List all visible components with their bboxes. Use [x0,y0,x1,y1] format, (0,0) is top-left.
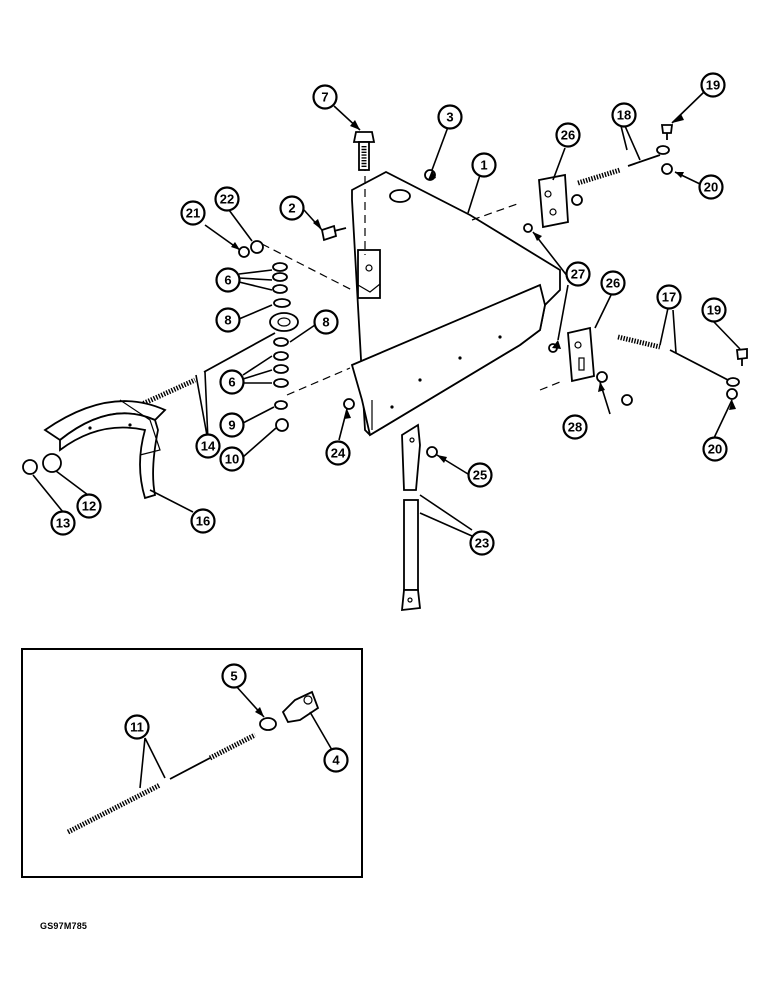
callout-label: 13 [56,516,70,531]
callout: 26 [555,122,581,148]
callout-label: 28 [568,420,582,435]
callout: 25 [467,462,493,488]
hardware-small-parts [238,163,738,458]
callout: 16 [190,508,216,534]
callout: 2 [279,195,305,221]
callout-label: 6 [224,273,231,288]
callout: 4 [323,747,349,773]
arrowheads [231,114,736,717]
callout: 6 [215,267,241,293]
arm-23 [400,423,421,612]
callout-label: 23 [475,536,489,551]
callout-label: 19 [706,78,720,93]
callout: 10 [219,446,245,472]
shield-panel [350,170,561,437]
callout: 7 [312,84,338,110]
rod-17 [617,334,748,387]
callout: 20 [698,174,724,200]
detail-inset [21,648,363,878]
dashed-alignment-lines [261,150,561,396]
callout-label: 2 [288,201,295,216]
callout: 28 [562,414,588,440]
callout-label: 26 [561,128,575,143]
callout-label: 16 [196,514,210,529]
callout: 19 [701,297,727,323]
callout-label: 24 [331,446,346,461]
callout: 9 [219,412,245,438]
callout-label: 6 [228,375,235,390]
callout-label: 3 [446,110,453,125]
callout: 12 [76,493,102,519]
callout-label: 20 [708,442,722,457]
rod-18 [577,124,674,186]
callout-label: 18 [617,108,631,123]
callout-label: 7 [321,90,328,105]
callout-label: 10 [225,452,239,467]
deflector-16 [22,399,167,500]
callout: 18 [611,102,637,128]
bracket-26-lower [567,326,595,383]
callout: 8 [313,309,339,335]
callout: 17 [656,284,682,310]
callout: 21 [180,200,206,226]
callout-label: 9 [228,418,235,433]
callout-label: 19 [707,303,721,318]
callout: 23 [469,530,495,556]
bolt-7 [352,131,376,171]
callout: 22 [214,186,240,212]
figure-code: GS97M785 [40,921,88,931]
callout-label: 22 [220,192,234,207]
callout: 13 [50,510,76,536]
callout-label: 5 [230,669,237,684]
callout-label: 1 [480,158,487,173]
callout-label: 17 [662,290,676,305]
callout: 8 [215,307,241,333]
callout-label: 8 [224,313,231,328]
callout: 19 [700,72,726,98]
callout: 24 [325,440,351,466]
callout-label: 25 [473,468,487,483]
callout-label: 27 [571,267,585,282]
callout: 6 [219,369,245,395]
callout-label: 8 [322,315,329,330]
callout-label: 4 [332,753,340,768]
callout-label: 26 [606,276,620,291]
callout-label: 20 [704,180,718,195]
callout-label: 14 [201,439,216,454]
callout: 3 [437,104,463,130]
callout: 14 [195,433,221,459]
callout: 27 [565,261,591,287]
callout-label: 11 [130,720,144,735]
callout: 1 [471,152,497,178]
bracket-26-upper [538,173,569,229]
callout-label: 21 [186,206,200,221]
callout: 26 [600,270,626,296]
callout: 11 [124,714,150,740]
callout-label: 12 [82,499,96,514]
callout: 20 [702,436,728,462]
callout: 5 [221,663,247,689]
rod-14 [116,312,299,418]
